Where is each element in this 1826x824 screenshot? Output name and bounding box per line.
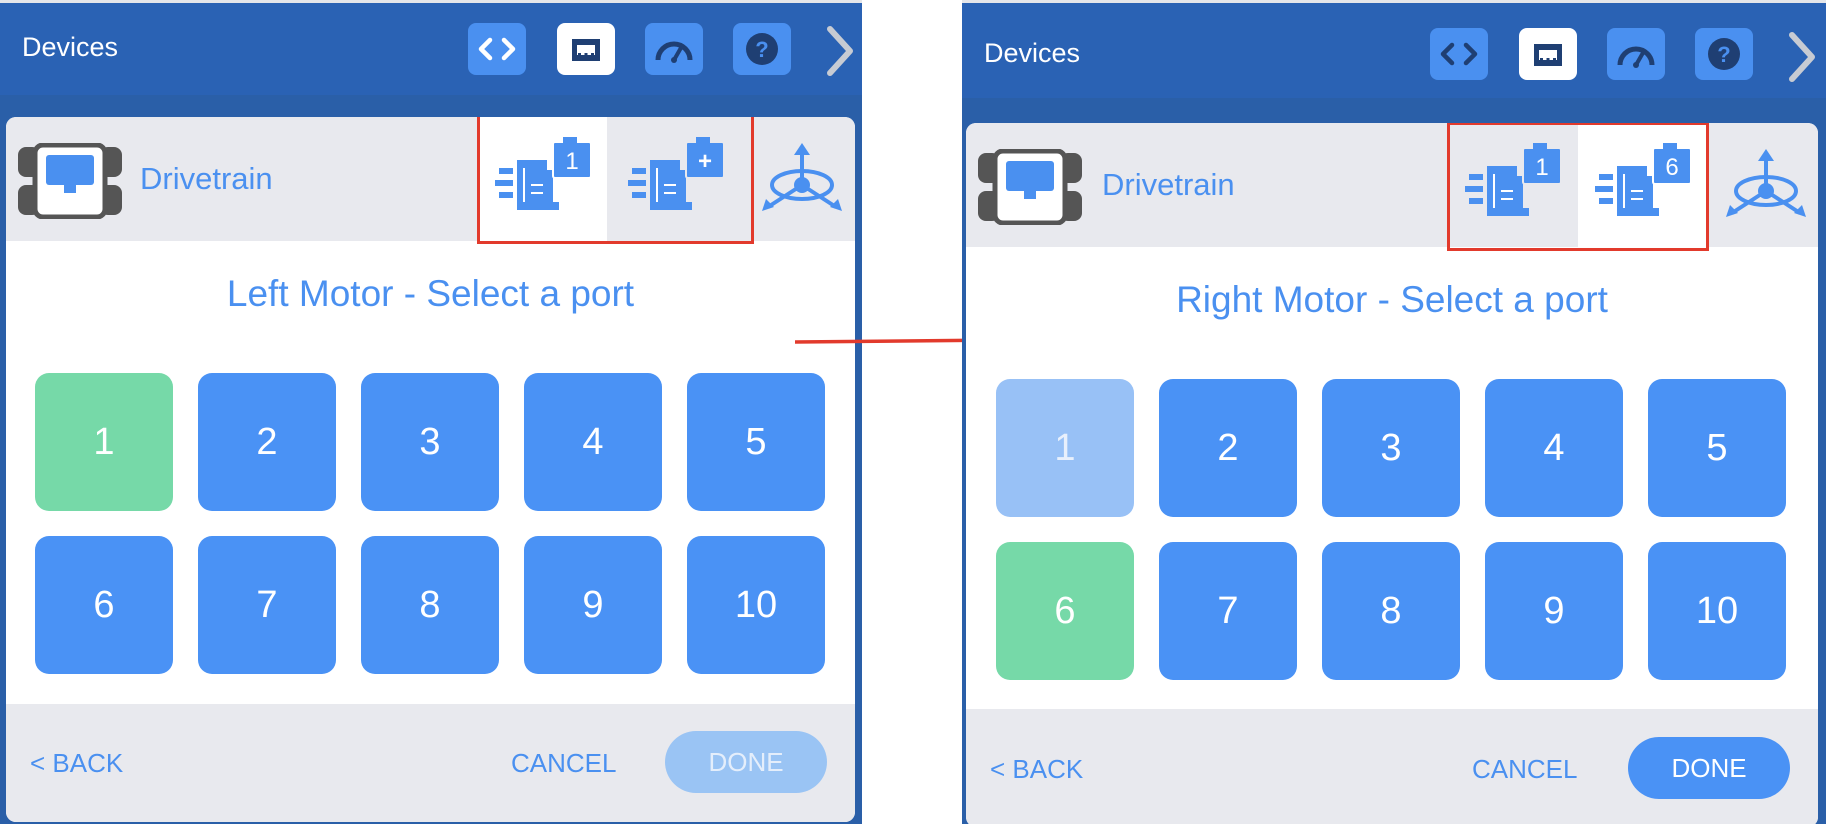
port-selection-heading: Right Motor - Select a port (1176, 279, 1608, 320)
device-name: Drivetrain (1102, 167, 1235, 202)
drivetrain-icon (18, 142, 122, 224)
port-button-10[interactable]: 10 (1648, 542, 1786, 680)
highlight-box (1447, 123, 1709, 251)
highlight-box (477, 117, 754, 244)
gyro-icon (762, 143, 842, 211)
code-button[interactable] (468, 23, 526, 75)
svg-text:6: 6 (1665, 154, 1678, 181)
done-button[interactable]: DONE (665, 731, 827, 793)
devices-button[interactable] (557, 23, 615, 75)
card-footer: < BACK CANCEL DONE (966, 709, 1818, 824)
port-button-4[interactable]: 4 (1485, 379, 1623, 517)
cancel-button[interactable]: CANCEL (1472, 754, 1578, 784)
card-footer: < BACK CANCEL DONE (6, 704, 855, 822)
port-button-6[interactable]: 6 (996, 542, 1134, 680)
right-motor-slot[interactable]: + (607, 117, 744, 241)
done-button[interactable]: DONE (1628, 737, 1790, 799)
motor-icon: + (627, 137, 725, 210)
port-button-3[interactable]: 3 (1322, 379, 1460, 517)
top-bar: Devices ? (0, 3, 862, 95)
back-button[interactable]: < BACK (30, 748, 124, 778)
port-button-2[interactable]: 2 (1159, 379, 1297, 517)
chevron-right-icon (827, 26, 853, 76)
right-motor-slot[interactable]: 6 (1578, 123, 1708, 247)
code-icon (1440, 42, 1478, 66)
top-bar: Devices ? (962, 3, 1826, 98)
svg-text:?: ? (1717, 42, 1730, 67)
next-button[interactable] (1782, 27, 1822, 87)
port-button-10[interactable]: 10 (687, 536, 825, 674)
left-motor-slot[interactable]: 1 (1448, 123, 1578, 247)
devices-icon (1534, 44, 1562, 66)
back-button[interactable]: < BACK (990, 754, 1084, 784)
dashboard-button[interactable] (1607, 28, 1665, 80)
dashboard-icon (1617, 46, 1655, 68)
port-button-1[interactable]: 1 (35, 373, 173, 511)
code-icon (478, 37, 516, 61)
help-icon: ? (746, 33, 778, 65)
help-icon: ? (1708, 38, 1740, 70)
device-config-card: Drivetrain 1 + Left Motor - Select a por… (6, 117, 855, 822)
help-button[interactable]: ? (733, 23, 791, 75)
devices-panel-left: Devices ? Drivetrain 1 + (0, 0, 862, 824)
port-button-4[interactable]: 4 (524, 373, 662, 511)
gyro-icon (1726, 149, 1806, 217)
port-button-5[interactable]: 5 (1648, 379, 1786, 517)
port-button-6[interactable]: 6 (35, 536, 173, 674)
port-button-8[interactable]: 8 (361, 536, 499, 674)
device-config-card: Drivetrain 1 6 Right Motor - Select a po… (966, 123, 1818, 824)
svg-text:1: 1 (1535, 154, 1548, 181)
help-button[interactable]: ? (1695, 28, 1753, 80)
port-button-7[interactable]: 7 (1159, 542, 1297, 680)
devices-panel-right: Devices ? Drivetrain 1 6 (962, 0, 1826, 824)
dashboard-button[interactable] (645, 23, 703, 75)
device-header: Drivetrain 1 6 (966, 123, 1818, 251)
port-button-8[interactable]: 8 (1322, 542, 1460, 680)
dashboard-icon (655, 41, 693, 63)
code-button[interactable] (1430, 28, 1488, 80)
port-button-2[interactable]: 2 (198, 373, 336, 511)
drivetrain-icon (978, 148, 1082, 230)
svg-text:1: 1 (565, 148, 578, 175)
motor-icon: 1 (1465, 143, 1562, 216)
port-grid: 1 2 3 4 5 6 7 8 9 10 (996, 379, 1786, 680)
device-header: Drivetrain 1 + (6, 117, 855, 244)
gyro-button[interactable] (752, 117, 852, 241)
window-title: Devices (984, 38, 1081, 68)
chevron-right-icon (1789, 32, 1815, 82)
svg-text:+: + (697, 148, 711, 175)
gyro-button[interactable] (1716, 123, 1816, 247)
port-button-7[interactable]: 7 (198, 536, 336, 674)
port-button-3[interactable]: 3 (361, 373, 499, 511)
motor-icon: 1 (495, 137, 592, 210)
devices-icon (572, 39, 600, 61)
port-button-1[interactable]: 1 (996, 379, 1134, 517)
port-button-9[interactable]: 9 (1485, 542, 1623, 680)
port-button-9[interactable]: 9 (524, 536, 662, 674)
port-grid: 1 2 3 4 5 6 7 8 9 10 (35, 373, 825, 674)
devices-button[interactable] (1519, 28, 1577, 80)
port-button-5[interactable]: 5 (687, 373, 825, 511)
device-name: Drivetrain (140, 161, 273, 196)
left-motor-slot[interactable]: 1 (479, 117, 607, 241)
svg-text:?: ? (755, 37, 768, 62)
motor-icon: 6 (1595, 143, 1692, 216)
window-title: Devices (22, 32, 119, 62)
port-selection-heading: Left Motor - Select a port (226, 273, 635, 314)
cancel-button[interactable]: CANCEL (511, 748, 617, 778)
next-button[interactable] (820, 21, 860, 81)
